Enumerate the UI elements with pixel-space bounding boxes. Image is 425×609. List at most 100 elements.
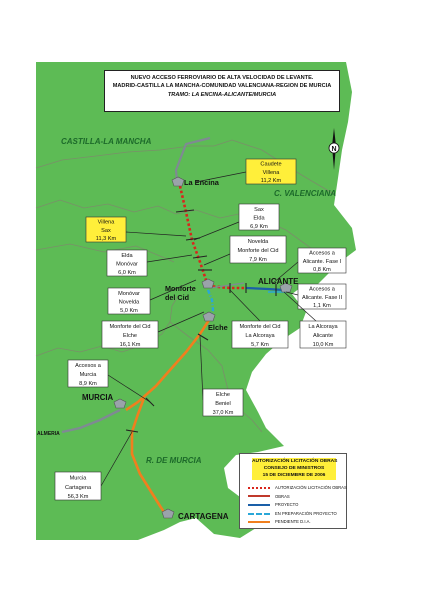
header-line-1: NUEVO ACCESO FERROVIARIO DE ALTA VELOCID… <box>130 75 314 81</box>
callout-leader-line <box>283 291 317 322</box>
callout-text: Accesos a <box>309 251 336 257</box>
callout-text: Cartagena <box>65 485 92 491</box>
legend-item: PROYECTO <box>248 502 298 508</box>
compass-icon: N <box>328 128 340 170</box>
legend-title-2: CONSEJO DE MINISTROS <box>263 466 325 471</box>
callout-text: La Alcoraya <box>245 333 275 339</box>
callout-text: Elche <box>123 333 137 339</box>
callout-box <box>106 249 148 277</box>
legend-swatch <box>248 486 270 489</box>
callout-text: 10,0 Km <box>313 342 334 348</box>
callout-text: 8,9 Km <box>79 381 97 387</box>
callout-text: Beniel <box>215 401 231 407</box>
region-murcia-label: R. DE MURCIA <box>146 456 202 465</box>
callout-leader-line <box>271 261 299 285</box>
callout-text: Monóvar <box>116 262 138 268</box>
callout-text: Villena <box>98 220 116 226</box>
legend-label: AUTORIZACIÓN LICITACIÓN OBRAS <box>275 485 347 490</box>
region-valenciana-label: C. VALENCIANA <box>274 189 336 198</box>
callout-text: Monóvar <box>118 291 140 297</box>
callout-box <box>101 320 159 349</box>
callout-leader-line <box>199 335 204 401</box>
map-header: NUEVO ACCESO FERROVIARIO DE ALTA VELOCID… <box>104 70 340 112</box>
legend-label: PENDIENTE D.I.A. <box>275 519 311 525</box>
place-murcia: MURCIA <box>82 393 114 402</box>
callout-text: Murcia <box>70 476 88 482</box>
header-line-3: TRAMO: LA ENCINA-ALICANTE/MURCIA <box>167 91 277 98</box>
callout-text: Accesos a <box>309 287 336 293</box>
callout-box <box>297 283 347 310</box>
callout-text: Monforte del Cid <box>109 324 150 330</box>
place-cartagena: CARTAGENA <box>178 512 229 521</box>
legend-swatch <box>248 521 270 524</box>
callout-text: Sax <box>101 228 111 234</box>
header-line-2: MADRID-CASTILLA LA MANCHA-COMUNIDAD VALE… <box>112 83 332 90</box>
legend-label: OBRAS <box>275 493 290 499</box>
callout-text: Sax <box>254 207 264 213</box>
city-elche-marker <box>202 311 216 322</box>
callout-text: Elda <box>121 253 133 259</box>
callout-text: 11,3 Km <box>96 236 117 242</box>
rail-lines <box>61 136 286 519</box>
callout-leader-line <box>229 289 261 322</box>
callout-mon-alcoraya: Monforte del Cid La Alcoraya 5,7 Km <box>229 289 289 349</box>
callout-text: Monforte del Cid <box>237 248 278 254</box>
callout-text: Monforte del Cid <box>239 324 280 330</box>
callout-leader-line <box>149 279 197 301</box>
legend-item: PENDIENTE D.I.A. <box>248 519 311 525</box>
place-alicante: ALICANTE <box>258 277 299 286</box>
city-markers <box>113 176 293 519</box>
legend-swatch <box>248 504 270 507</box>
place-la-encina: La Encina <box>184 178 220 187</box>
callout-leader-line <box>157 311 205 333</box>
callout-box <box>85 216 127 243</box>
callout-text: Caudete <box>260 162 281 168</box>
callout-text: Alicante. Fase II <box>302 295 343 301</box>
rail-murcia-cartagena <box>130 397 170 519</box>
callout-box <box>231 320 289 349</box>
callout-box <box>238 203 280 231</box>
callout-box <box>67 359 109 388</box>
callout-leader-line <box>203 253 231 266</box>
callout-text: Accesos a <box>75 363 102 369</box>
place-elche: Elche <box>208 323 228 332</box>
legend-title-3: 15 DE DICIEMBRE DE 2006 <box>262 473 326 478</box>
legend-swatch <box>248 512 270 515</box>
callout-leader-line <box>146 254 193 263</box>
callout-text: 11,2 Km <box>261 178 282 184</box>
legend-item: AUTORIZACIÓN LICITACIÓN OBRAS <box>248 485 347 491</box>
callout-text: 6,0 Km <box>118 270 136 276</box>
callout-text: Villena <box>263 170 281 176</box>
callout-leader-line <box>285 291 299 296</box>
callout-box <box>54 471 102 501</box>
place-almeria: ALMERIA <box>37 431 60 437</box>
city-cartagena-marker <box>161 508 175 519</box>
rail-alicante-proyecto <box>245 286 285 292</box>
legend-title-1: AUTORIZACIÓN LICITACIÓN OBRAS <box>252 459 338 464</box>
callout-acc-alc2: Accesos a Alicante. Fase II 1,1 Km <box>285 283 347 310</box>
callout-text: 0,8 Km <box>313 267 331 273</box>
callout-leader-line <box>195 171 247 183</box>
place-monforte: Monforte <box>165 284 196 293</box>
city-la-encina-marker <box>171 176 185 187</box>
callout-leader-line <box>100 431 133 487</box>
callout-leader-line <box>125 231 187 237</box>
callout-text: 1,1 Km <box>313 303 331 309</box>
legend-title: AUTORIZACIÓN LICITACIÓN OBRAS CONSEJO DE… <box>252 458 338 480</box>
legend-label: PROYECTO <box>275 502 299 508</box>
callout-text: 5,0 Km <box>120 308 138 314</box>
callout-text: Elche <box>216 392 230 398</box>
callout-text: 5,7 Km <box>251 342 269 348</box>
legend-item: EN PREPARACIÓN PROYECTO <box>248 511 337 517</box>
